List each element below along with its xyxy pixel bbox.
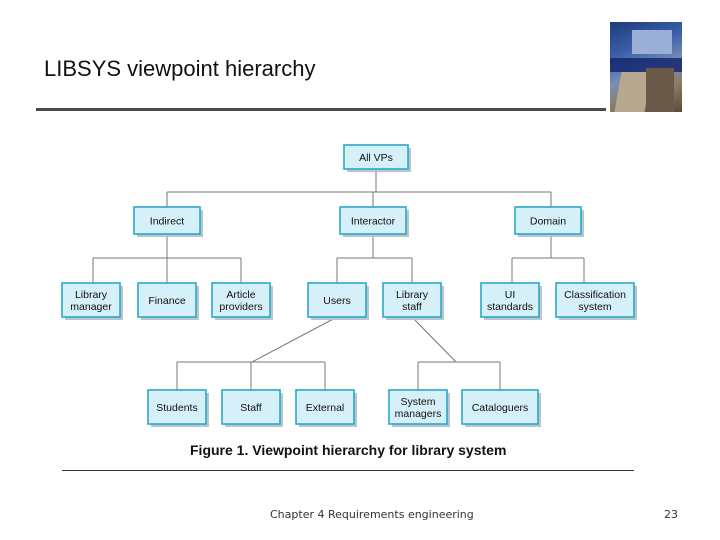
node-label: Library [75,289,108,301]
node-box [461,389,539,425]
node-label: Indirect [150,216,185,228]
connector-lines [92,169,585,390]
node-label: staff [402,301,422,313]
node-students: Students [147,389,209,427]
node-label: managers [395,408,442,420]
connector-line [251,316,338,363]
node-users: Users [307,282,369,320]
node-finance: Finance [137,282,199,320]
node-label: Students [156,402,197,414]
node-label: Article [226,289,255,301]
node-box [295,389,355,425]
connector-line [411,316,457,363]
node-box [221,389,281,425]
node-box [514,206,582,235]
node-label: System [400,396,435,408]
title-divider [36,108,606,111]
node-box [307,282,367,318]
node-box [388,389,448,425]
node-label: Staff [240,402,261,414]
caption-divider [62,470,634,471]
node-label: standards [487,301,533,313]
node-box [382,282,442,318]
node-box [61,282,121,318]
node-label: Classification [564,289,626,301]
node-staff: Staff [221,389,283,427]
book-cover-image [610,22,682,112]
node-external: External [295,389,357,427]
figure-caption: Figure 1. Viewpoint hierarchy for librar… [190,442,507,458]
node-label: Users [323,295,350,307]
node-box [343,144,409,170]
node-label: system [578,301,612,313]
node-box [211,282,271,318]
node-box [147,389,207,425]
node-box [555,282,635,318]
node-box [133,206,201,235]
page-number: 23 [664,508,678,521]
node-label: UI [505,289,516,301]
node-label: Finance [148,295,186,307]
node-label: Domain [530,216,566,228]
node-box [339,206,407,235]
node-box [480,282,540,318]
node-label: External [306,402,345,414]
node-label: Interactor [351,216,396,228]
slide-title: LIBSYS viewpoint hierarchy [44,56,316,81]
node-label: All VPs [359,152,393,164]
node-indirect: Indirect [133,206,203,237]
node-label: Library [396,289,429,301]
node-box [137,282,197,318]
node-label: providers [219,301,262,313]
footer-chapter: Chapter 4 Requirements engineering [270,508,474,521]
node-domain: Domain [514,206,584,237]
node-catalog: Cataloguers [461,389,541,427]
node-label: Cataloguers [472,402,529,414]
node-label: manager [70,301,112,313]
node-all: All VPs [343,144,411,172]
node-interactor: Interactor [339,206,409,237]
